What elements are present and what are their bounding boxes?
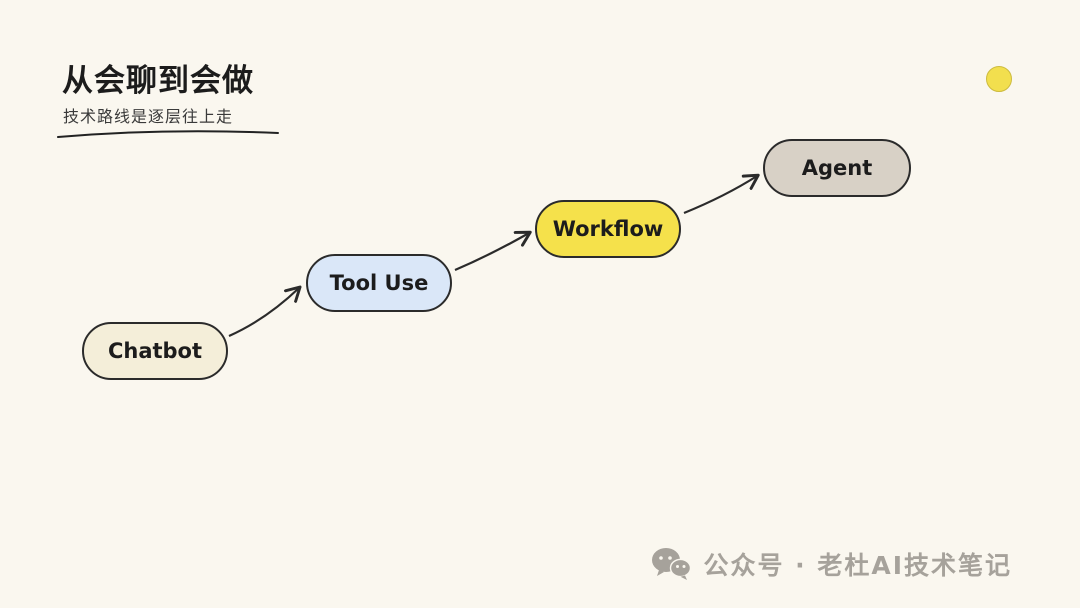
edge-tooluse-workflow — [454, 230, 532, 272]
corner-dot-decor — [986, 66, 1012, 92]
watermark-text: 公众号 · 老杜AI技术笔记 — [703, 551, 1012, 580]
node-chatbot-label: Chatbot — [107, 339, 203, 363]
node-tool-use-label: Tool Use — [329, 271, 429, 295]
node-workflow-label: Workflow — [552, 217, 664, 241]
node-agent: Agent — [763, 139, 911, 197]
edge-chatbot-tooluse — [228, 285, 302, 338]
subtitle-underline — [57, 130, 279, 138]
wechat-icon — [652, 548, 692, 580]
node-agent-label: Agent — [801, 156, 873, 180]
edge-workflow-agent — [683, 173, 760, 215]
page-title: 从会聊到会做 — [62, 63, 254, 99]
page-subtitle: 技术路线是逐层往上走 — [63, 107, 234, 126]
watermark: 公众号 · 老杜AI技术笔记 — [651, 546, 1012, 582]
node-tool-use: Tool Use — [306, 254, 452, 312]
node-chatbot: Chatbot — [82, 322, 228, 380]
node-workflow: Workflow — [535, 200, 681, 258]
